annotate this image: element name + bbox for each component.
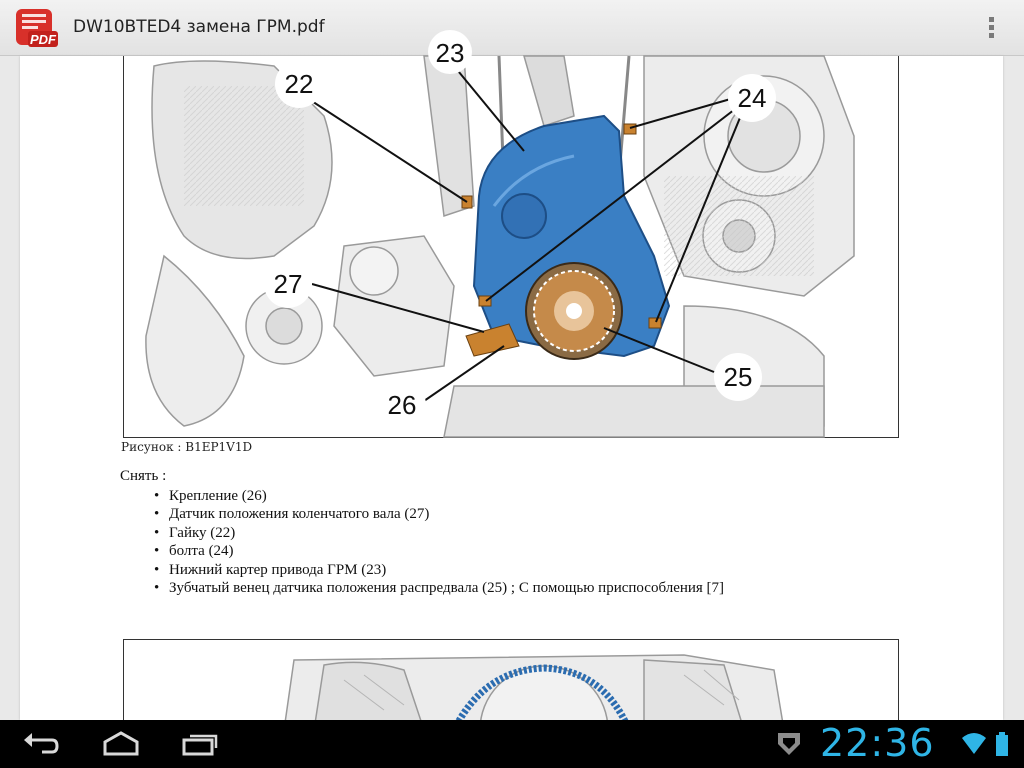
step-text: Зубчатый венец датчика положения распред… (169, 579, 725, 596)
callout-label-22: 22 (285, 69, 314, 99)
bullet: • (154, 506, 160, 523)
menu-dot (989, 17, 994, 22)
battery-icon (994, 730, 1010, 758)
callout-label-27: 27 (274, 269, 303, 299)
list-item: • Гайку (22) (154, 524, 724, 542)
overflow-menu-button[interactable] (982, 14, 1002, 42)
engine-illustration: 22 23 24 25 26 27 (145, 30, 855, 438)
callout-24 (728, 74, 776, 122)
step-text: болта (24) (169, 543, 234, 560)
callout-25 (714, 353, 762, 401)
action-bar: PDF DW10BTED4 замена ГРМ.pdf (0, 0, 1024, 56)
pdf-app-icon[interactable]: PDF (14, 7, 58, 49)
callout-27 (264, 260, 312, 308)
list-item: • Датчик положения коленчатого вала (27) (154, 505, 724, 523)
step-text: Датчик положения коленчатого вала (27) (169, 506, 430, 523)
bullet: • (154, 524, 160, 541)
menu-dot (989, 25, 994, 30)
engine-illustration-2 (283, 654, 785, 768)
recent-apps-icon[interactable] (182, 730, 220, 758)
engine-figure: 22 23 24 25 26 27 (123, 30, 899, 438)
home-icon[interactable] (101, 730, 141, 758)
step-text: Гайку (22) (169, 524, 236, 541)
pdf-icon-label: PDF (30, 32, 57, 47)
figure-caption: Рисунок : B1EP1V1D (121, 440, 253, 454)
callout-label-23: 23 (436, 38, 465, 68)
wifi-icon (960, 730, 988, 758)
callout-26 (378, 381, 426, 429)
back-icon[interactable] (22, 730, 60, 758)
list-item: • Нижний картер привода ГРМ (23) (154, 561, 724, 579)
menu-dot (989, 33, 994, 38)
callout-23 (428, 30, 472, 74)
system-navigation-bar (0, 720, 1024, 768)
notification-icon[interactable] (776, 730, 802, 758)
removal-steps-list: • Крепление (26) • Датчик положения коленч… (154, 487, 724, 597)
step-text: Нижний картер привода ГРМ (23) (169, 561, 387, 578)
engine-figure-2 (123, 639, 899, 768)
bullet: • (154, 543, 160, 560)
callout-label-24: 24 (738, 83, 767, 113)
list-item: • Зубчатый венец датчика положения распре… (154, 579, 724, 597)
clock: 22:36 (820, 721, 935, 765)
list-item: • Крепление (26) (154, 487, 724, 505)
callout-label-26: 26 (388, 390, 417, 420)
remove-heading: Снять : (120, 468, 167, 484)
bullet: • (154, 579, 160, 596)
pdf-page: 22 23 24 25 26 27 Рисунок : B1EP1V1D Сня… (20, 30, 1003, 768)
list-item: • болта (24) (154, 542, 724, 560)
document-title: DW10BTED4 замена ГРМ.pdf (73, 17, 325, 37)
callout-label-25: 25 (724, 362, 753, 392)
pdf-viewer[interactable]: 22 23 24 25 26 27 Рисунок : B1EP1V1D Сня… (0, 30, 1024, 768)
bullet: • (154, 561, 160, 578)
callout-22 (275, 60, 323, 108)
step-text: Крепление (26) (169, 488, 267, 504)
bullet: • (154, 488, 160, 504)
